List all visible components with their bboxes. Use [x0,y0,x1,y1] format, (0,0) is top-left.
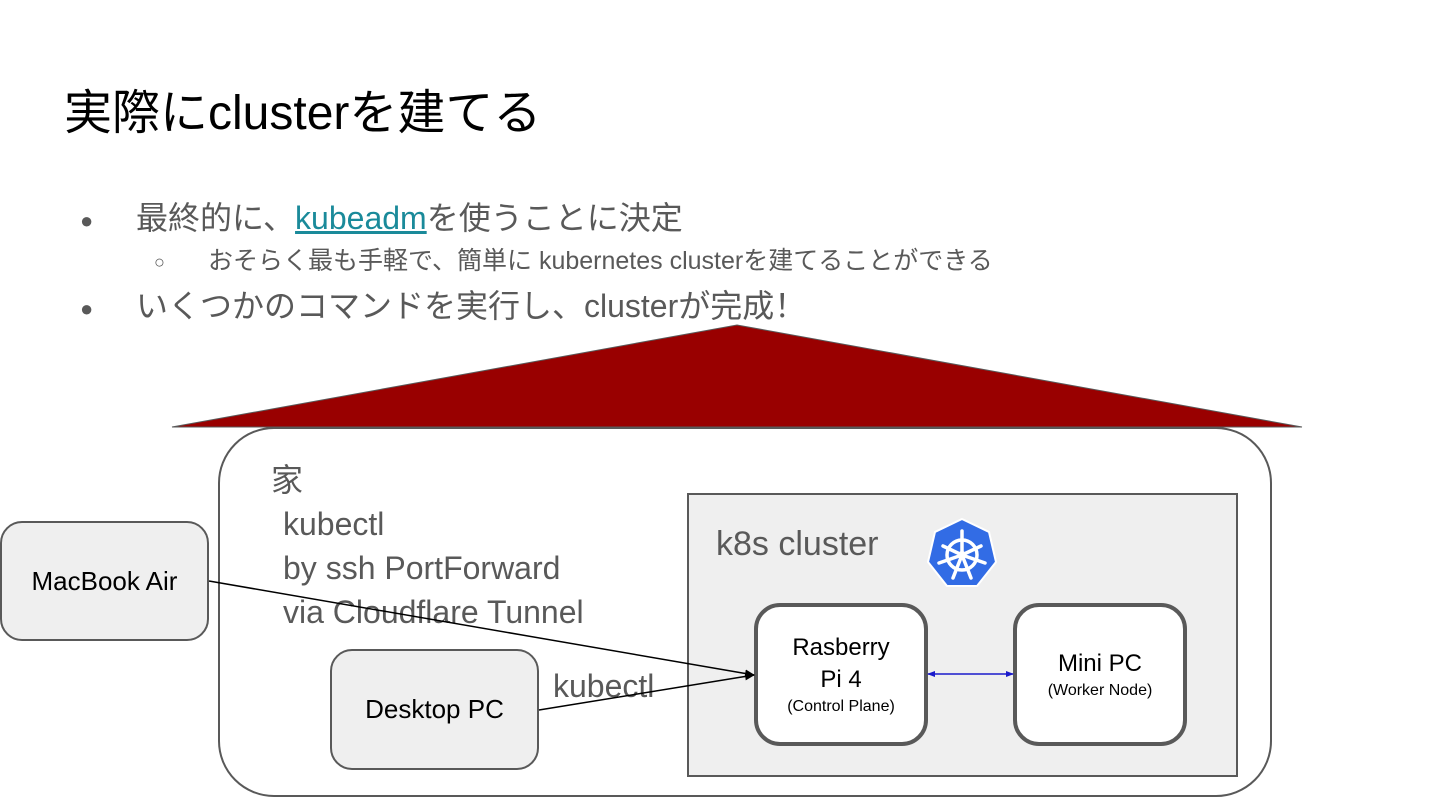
kubectl-note-line: by ssh PortForward [283,550,561,586]
worker-name: Mini PC [1057,649,1142,677]
kubectl-ssh-note: kubectl by ssh PortForward via Cloudflar… [283,502,584,634]
worker-role: (Worker Node) [1047,681,1153,699]
macbook-air-device: MacBook Air [0,521,209,641]
sub-bullet-text: おそらく最も手軽で、簡単に kubernetes clusterを建てることがで… [208,247,993,275]
sub-bullet-item: ○ おそらく最も手軽で、簡単に kubernetes clusterを建てることが… [154,244,993,279]
slide-title: 実際にclusterを建てる [64,87,542,140]
sub-bullet-dot: ○ [154,252,165,273]
house-label: 家 [271,462,304,498]
control-plane-node: Rasberry Pi 4 (Control Plane) [754,603,928,746]
bullet-text-prefix: 最終的に、 [136,200,296,236]
kubernetes-helm-icon [926,517,998,587]
bullet-item-kubeadm: ● 最終的に、kubeadmを使うことに決定 [80,196,683,243]
bullet-item-cluster-complete: ● いくつかのコマンドを実行し、clusterが完成！ [80,284,806,331]
kubectl-note-line: via Cloudflare Tunnel [283,594,584,630]
kubectl-note-line: kubectl [283,506,385,542]
cluster-label: k8s cluster [716,525,879,563]
kubeadm-link[interactable]: kubeadm [295,200,427,236]
worker-node: Mini PC (Worker Node) [1013,603,1187,746]
control-plane-name-line1: Rasberry [792,633,890,661]
bullet-dot: ● [80,207,94,233]
desktop-pc-device: Desktop PC [330,649,539,770]
desktop-kubectl-label: kubectl [553,668,655,704]
bullet-dot: ● [80,295,94,321]
bullet-text-suffix: を使うことに決定 [426,200,683,236]
control-plane-role: (Control Plane) [787,697,895,715]
control-plane-name-line2: Pi 4 [820,665,862,693]
bullet-text: いくつかのコマンドを実行し、clusterが完成！ [136,288,807,324]
